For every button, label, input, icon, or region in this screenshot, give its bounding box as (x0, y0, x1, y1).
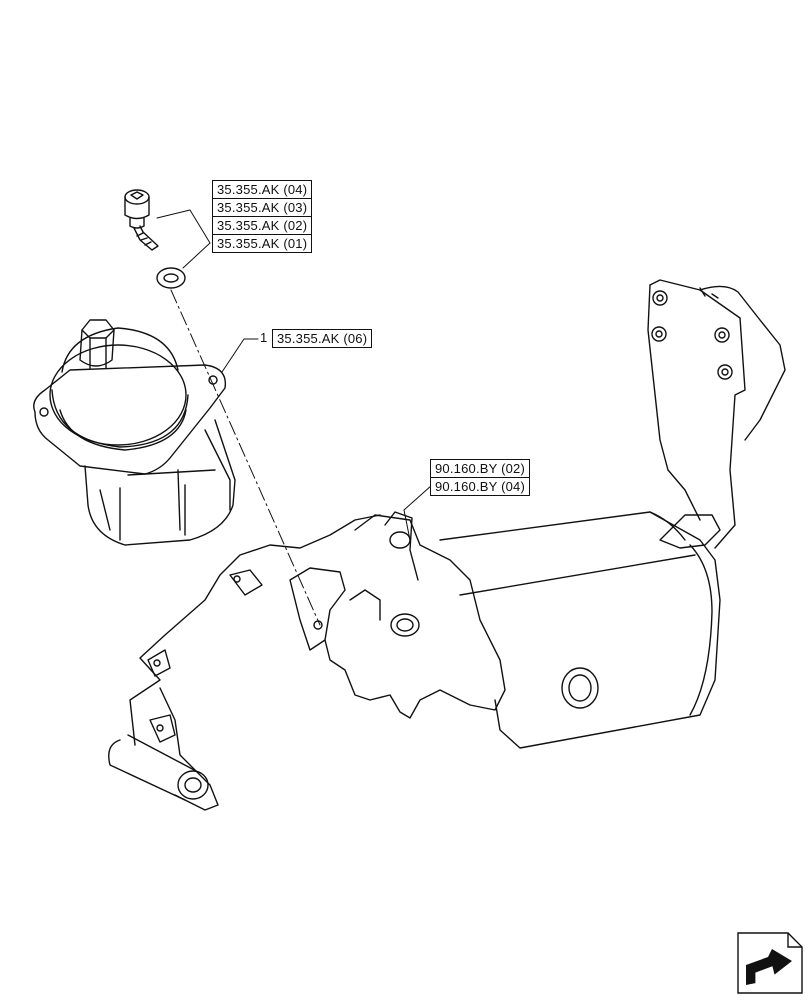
joystick-ref[interactable]: 35.355.AK (06) (272, 329, 373, 348)
bracket-ref-04[interactable]: 90.160.BY (04) (430, 477, 531, 496)
next-page-arrow-icon[interactable] (736, 927, 804, 995)
screw-ref-01[interactable]: 35.355.AK (01) (212, 234, 313, 253)
screw (124, 189, 159, 251)
washer (156, 267, 186, 289)
alignment-line (170, 289, 321, 626)
mounting-bracket (108, 279, 786, 811)
joystick (33, 319, 236, 546)
item-number: 1 (260, 330, 268, 345)
bracket-ref-02[interactable]: 90.160.BY (02) (430, 459, 531, 478)
screw-ref-03[interactable]: 35.355.AK (03) (212, 198, 313, 217)
screw-ref-02[interactable]: 35.355.AK (02) (212, 216, 313, 235)
screw-ref-04[interactable]: 35.355.AK (04) (212, 180, 313, 199)
screw-leaders (156, 209, 211, 269)
item-1-leader (221, 338, 259, 373)
bracket-leader (403, 484, 433, 541)
